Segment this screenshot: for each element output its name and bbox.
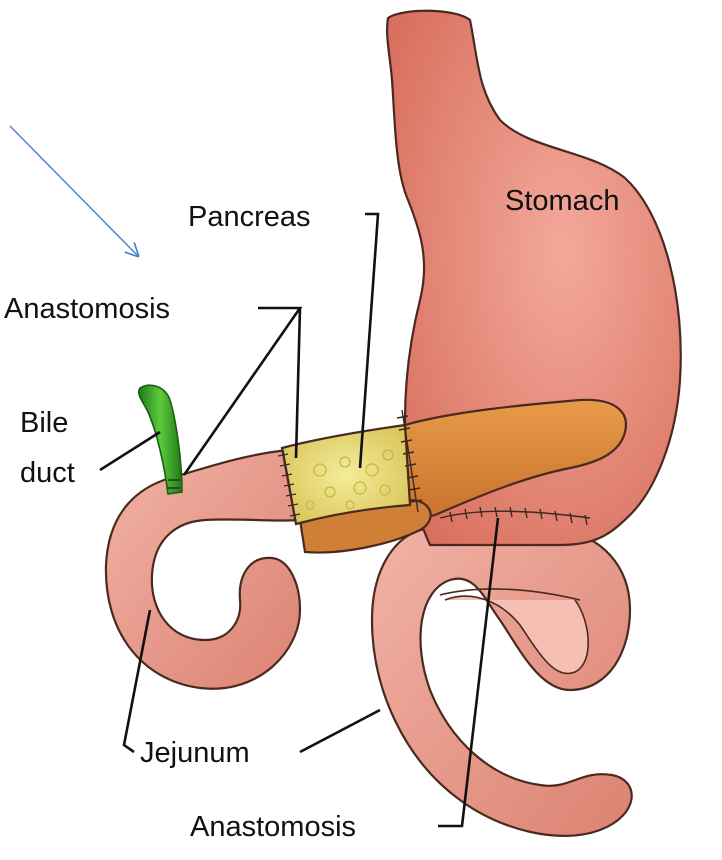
label-anastomosis-bottom: Anastomosis	[190, 811, 356, 843]
jejunum-loop	[106, 450, 300, 689]
leader-jejunum-right	[300, 710, 380, 752]
leader-bile-duct	[100, 432, 160, 470]
label-anastomosis-top: Anastomosis	[4, 293, 170, 325]
pointer-arrow	[10, 126, 138, 256]
label-stomach: Stomach	[505, 185, 619, 217]
label-pancreas: Pancreas	[188, 201, 311, 233]
label-jejunum: Jejunum	[140, 737, 250, 769]
lower-intestine	[372, 526, 632, 836]
label-bile-line1: Bile	[20, 407, 68, 439]
bile-duct	[139, 385, 182, 494]
label-bile-line2: duct	[20, 457, 75, 489]
leader-anastomosis-top-b	[296, 308, 300, 458]
